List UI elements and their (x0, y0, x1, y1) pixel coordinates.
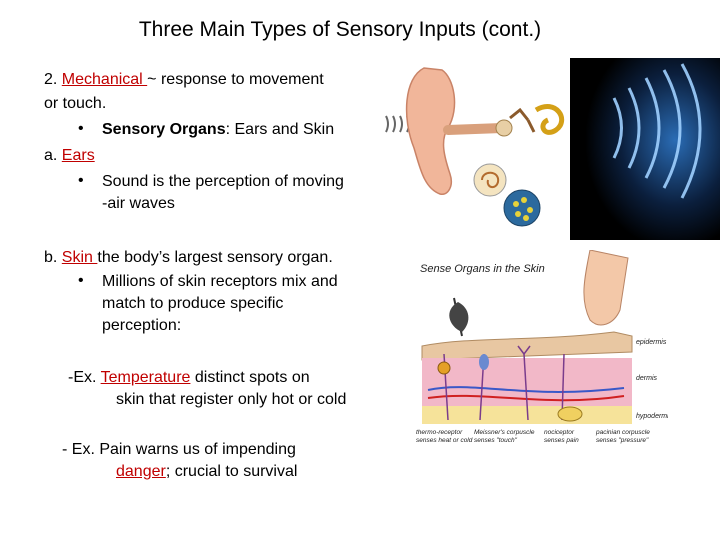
sensory-organs-line: Sensory Organs: Ears and Skin (102, 121, 335, 138)
hair-cell-circle (503, 189, 541, 227)
desc-meissner: senses "touch" (474, 437, 518, 444)
desc-thermoreceptor: senses heat or cold (416, 437, 473, 444)
sound-line-1: Sound is the perception of moving (102, 173, 344, 190)
example-temperature-2: skin that register only hot or cold (116, 391, 347, 408)
danger-term: danger (116, 463, 166, 480)
mechanical-line: 2. Mechanical ~ response to movement (44, 71, 324, 88)
eardrum-icon (495, 119, 513, 137)
ossicles-icon (509, 107, 536, 133)
bullet-icon: • (78, 120, 84, 137)
outer-ear-icon (405, 67, 456, 195)
cochlea-icon (534, 104, 564, 135)
pacinian-corpuscle-icon (557, 406, 583, 422)
bullet-icon: • (78, 172, 84, 189)
receptors-line-2: match to produce specific (102, 295, 284, 312)
finger-icon (583, 249, 629, 326)
sound-waves-icon (612, 63, 702, 199)
ears-heading: a. Ears (44, 147, 95, 164)
label-thermoreceptor: thermo-receptor (416, 429, 463, 436)
mechanical-line-2: or touch. (44, 95, 107, 112)
sound-line-2: -air waves (102, 195, 175, 212)
epidermis-layer (421, 331, 633, 361)
label-epidermis: epidermis (636, 339, 667, 346)
feather-icon (449, 302, 469, 332)
blood-vessel-icon (427, 386, 625, 393)
cochlea-detail-circle (473, 163, 507, 197)
label-dermis: dermis (636, 375, 658, 382)
ear-svg (385, 58, 720, 240)
label-meissner: Meissner's corpuscle (474, 429, 535, 436)
label-hypodermis: hypodermis (636, 413, 668, 420)
incoming-waves-icon (385, 115, 410, 133)
thermoreceptor-icon (437, 361, 451, 375)
desc-pacinian: senses "pressure" (596, 437, 649, 444)
hair-cells-icon (513, 197, 533, 221)
ear-canal-icon (443, 123, 507, 135)
sound-background (570, 58, 720, 240)
artery-icon (427, 394, 625, 402)
example-pain-1: - Ex. Pain warns us of impending (62, 441, 296, 458)
skin-term: Skin (61, 249, 98, 266)
ears-term: Ears (61, 147, 95, 164)
skin-diagram-title: Sense Organs in the Skin (420, 263, 545, 275)
label-pacinian: pacinian corpuscle (595, 429, 650, 436)
slide-title: Three Main Types of Sensory Inputs (cont… (138, 18, 542, 41)
ear-illustration (384, 58, 720, 240)
temperature-term: Temperature (100, 369, 191, 386)
receptors-line-3: perception: (102, 317, 182, 334)
label-nociceptor: nociceptor (544, 429, 575, 436)
skin-diagram: Sense Organs in the Skin epidermis dermi… (414, 249, 673, 462)
nociceptor-icon (517, 345, 531, 355)
mechanical-term: Mechanical (61, 71, 148, 88)
example-pain-2: danger; crucial to survival (116, 463, 298, 480)
meissner-corpuscle-icon (479, 354, 489, 370)
desc-nociceptor: senses pain (544, 437, 579, 444)
example-temperature-1: -Ex. Temperature distinct spots on (68, 369, 310, 386)
receptors-line-1: Millions of skin receptors mix and (102, 273, 338, 290)
bullet-icon: • (78, 272, 84, 289)
spiral-icon (481, 171, 500, 188)
skin-heading: b. Skin the body’s largest sensory organ… (44, 249, 333, 266)
skin-svg: Sense Organs in the Skin epidermis dermi… (414, 249, 673, 462)
